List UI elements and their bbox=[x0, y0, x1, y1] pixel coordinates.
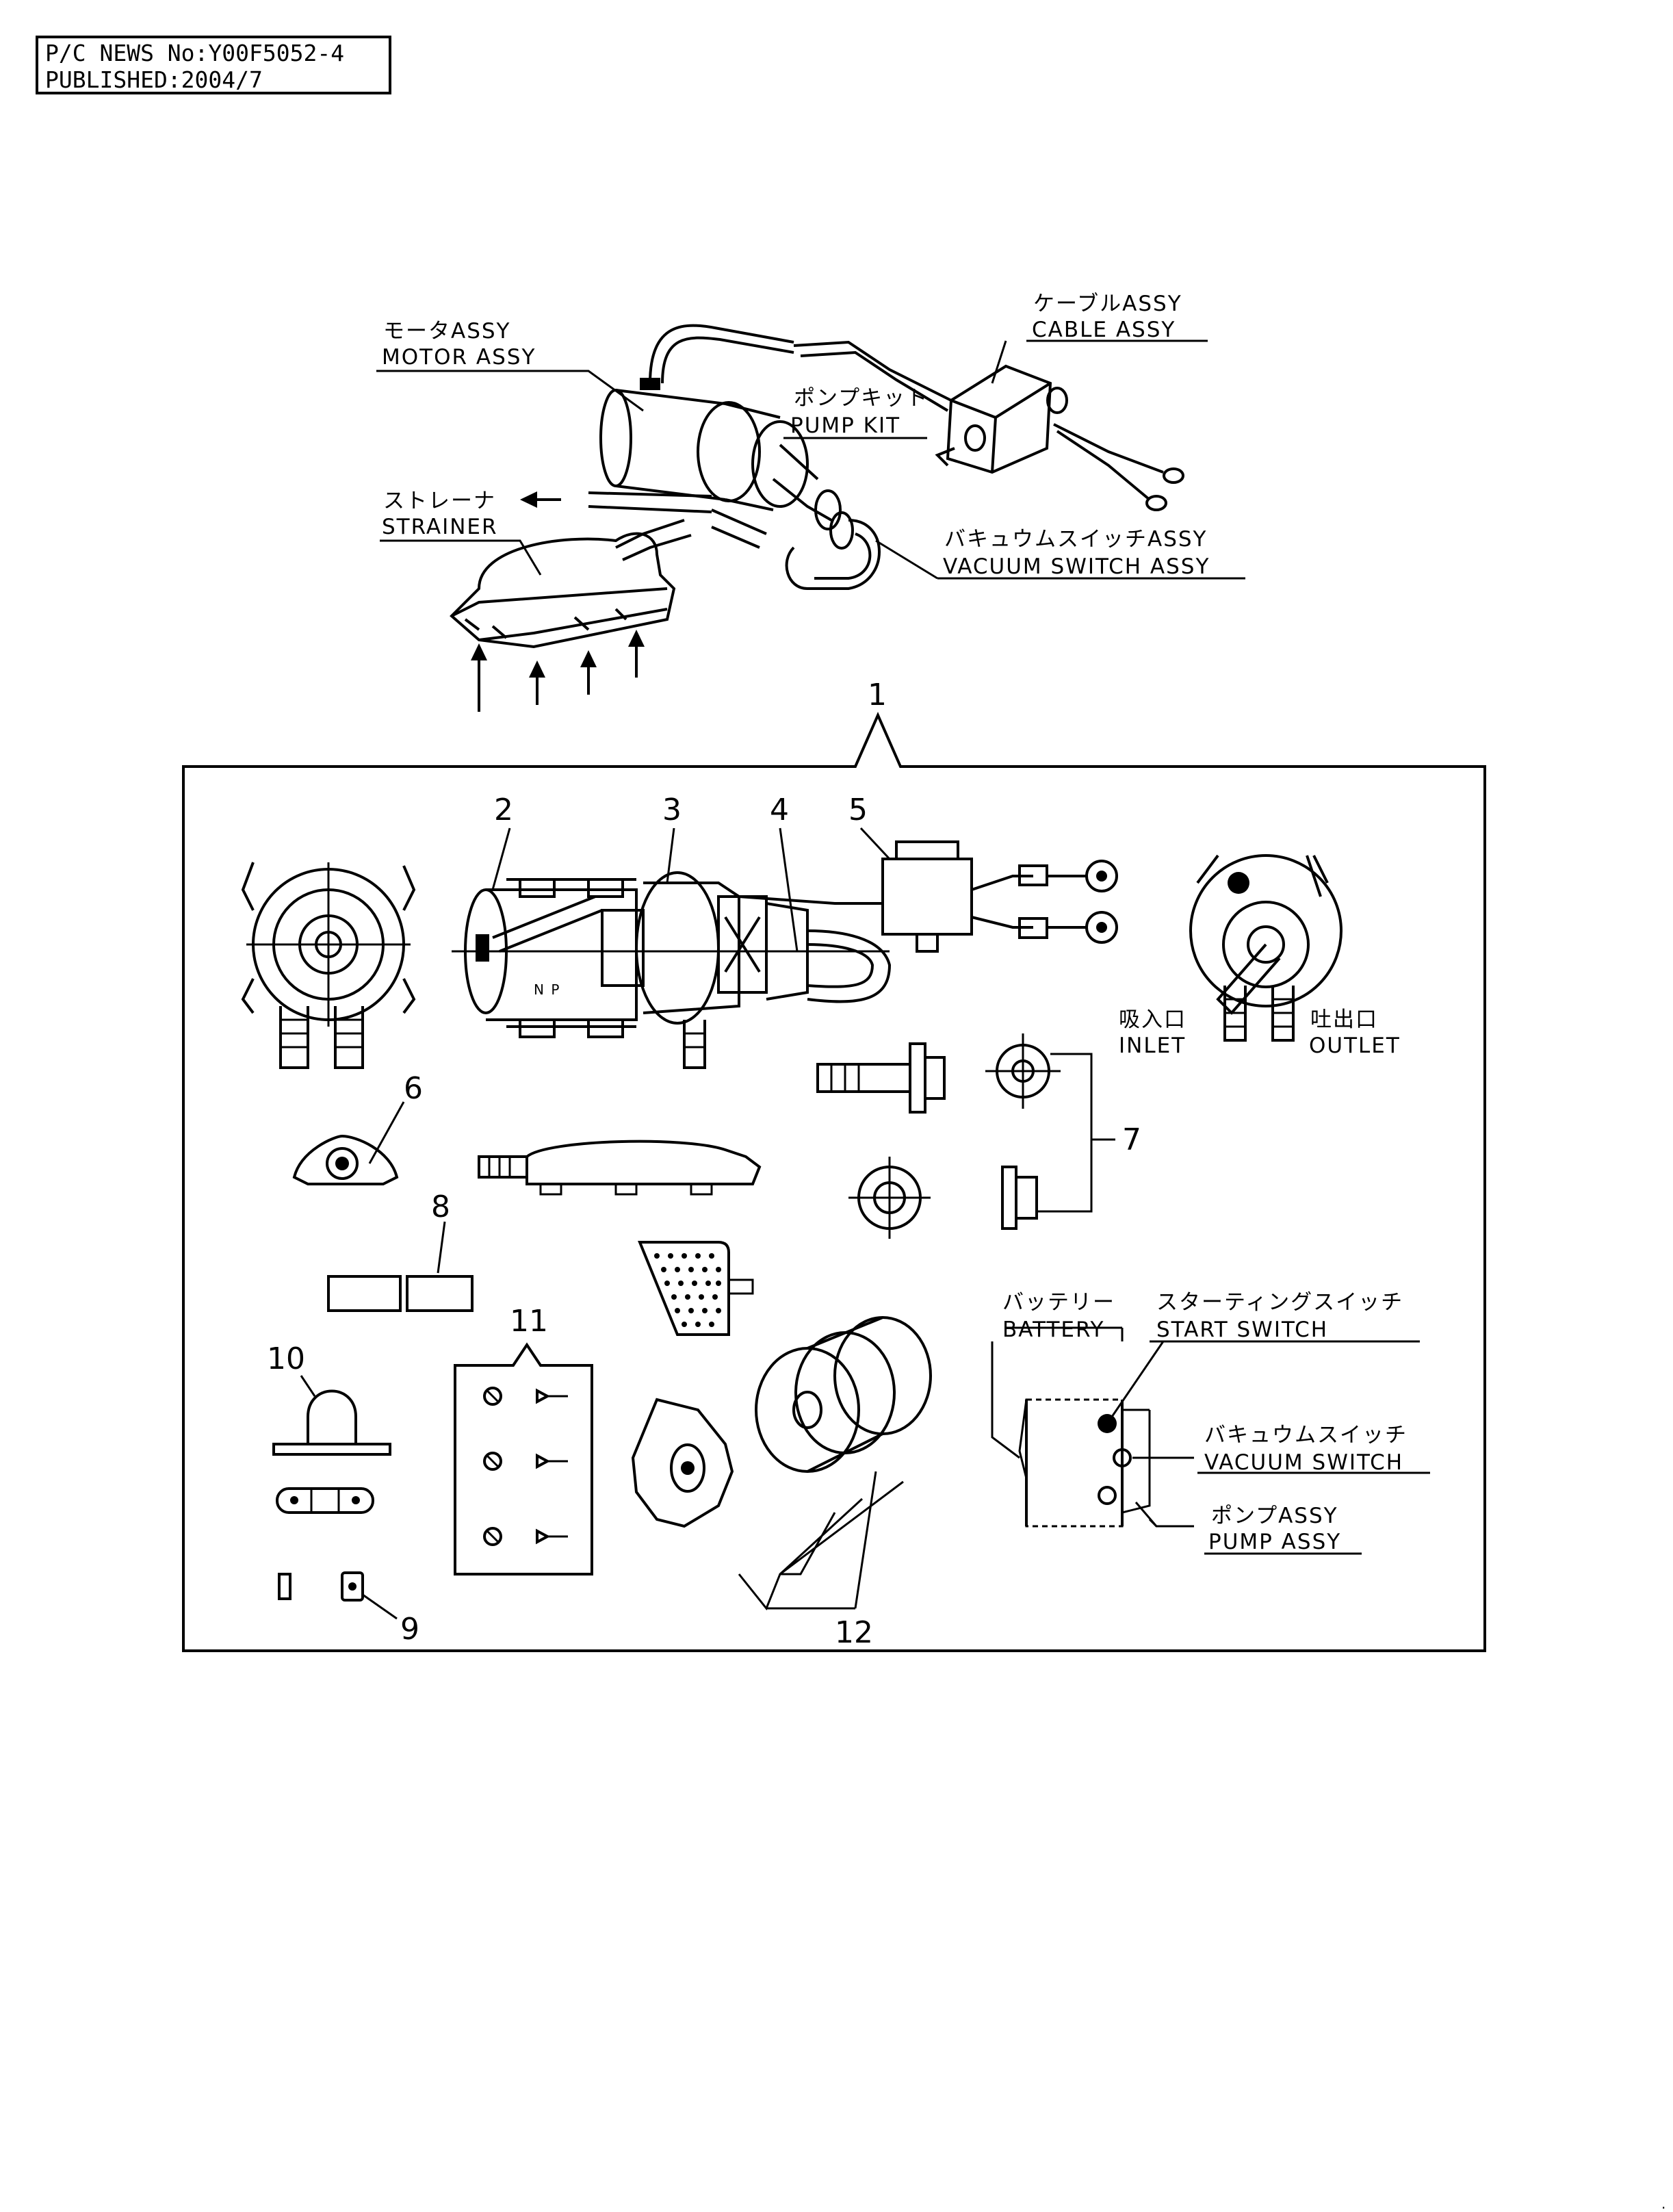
vacuum-switch-assy-label-en: VACUUM SWITCH ASSY bbox=[943, 554, 1210, 579]
vacuum-switch-label-jp: バキュウムスイッチ bbox=[1204, 1423, 1408, 1448]
pump-side-view: N P bbox=[452, 871, 892, 1069]
battery-label-en: BATTERY bbox=[1002, 1317, 1104, 1342]
callout-2: 2 bbox=[494, 793, 513, 827]
outlet-label-jp: 吐出口 bbox=[1310, 1007, 1378, 1032]
clamp-item-6 bbox=[292, 1101, 405, 1185]
callout-6: 6 bbox=[404, 1071, 423, 1106]
cable-assy-label-en: CABLE ASSY bbox=[1032, 318, 1176, 342]
motor-assy-label-en: MOTOR ASSY bbox=[382, 345, 536, 370]
strainer-drawing bbox=[450, 532, 676, 649]
pump-assy-label-en: PUMP ASSY bbox=[1208, 1530, 1341, 1554]
pump-kit-label-en: PUMP KIT bbox=[790, 413, 900, 438]
strainer-label-en: STRAINER bbox=[382, 515, 498, 539]
callout-7: 7 bbox=[1122, 1122, 1141, 1157]
callout-12: 12 bbox=[835, 1615, 873, 1650]
flow-arrows bbox=[471, 491, 645, 712]
fittings-item-7 bbox=[816, 1033, 1115, 1239]
battery-label-jp: バッテリー bbox=[1002, 1290, 1115, 1315]
nut-item-9 bbox=[278, 1571, 398, 1620]
start-switch-label-jp: スターティングスイッチ bbox=[1156, 1290, 1403, 1315]
callout-1: 1 bbox=[868, 678, 887, 712]
inlet-label-jp: 吸入口 bbox=[1119, 1007, 1186, 1032]
outlet-label-en: OUTLET bbox=[1309, 1033, 1401, 1058]
strainer-mesh bbox=[638, 1241, 754, 1336]
detail-frame: 1 bbox=[182, 678, 1486, 1652]
callout-4: 4 bbox=[770, 793, 789, 827]
strainer-plate-detail bbox=[478, 1140, 762, 1196]
impeller-item-12 bbox=[631, 1316, 932, 1610]
pump-front-view-right bbox=[1189, 854, 1343, 1042]
sleeve-item-8 bbox=[327, 1221, 474, 1312]
callout-10: 10 bbox=[267, 1341, 305, 1376]
cable-assy-label-jp: ケーブルASSY bbox=[1033, 292, 1182, 316]
cable-assy-detail bbox=[835, 840, 1118, 953]
callout-5: 5 bbox=[848, 793, 868, 827]
pump-kit-label-jp: ポンプキット bbox=[794, 386, 929, 411]
callout-3: 3 bbox=[662, 793, 682, 827]
news-number: P/C NEWS No:Y00F5052-4 bbox=[45, 40, 345, 66]
news-header-box: P/C NEWS No:Y00F5052-4 PUBLISHED:2004/7 bbox=[36, 36, 391, 94]
inlet-label-en: INLET bbox=[1119, 1033, 1186, 1058]
cable-assy-drawing bbox=[793, 340, 1184, 511]
pump-front-view-left bbox=[241, 862, 416, 1069]
wiring-diagram bbox=[991, 1326, 1430, 1555]
callout-8: 8 bbox=[431, 1189, 450, 1224]
strainer-label-jp: ストレーナ bbox=[383, 489, 496, 513]
start-switch-label-en: START SWITCH bbox=[1156, 1317, 1328, 1342]
published-date: PUBLISHED:2004/7 bbox=[45, 66, 263, 93]
overview-assembly: モータASSY MOTOR ASSY ケーブルASSY CABLE ASSY ポ… bbox=[376, 292, 1245, 712]
page-corner-mark: . bbox=[1661, 2196, 1666, 2212]
u-clamp-item-10 bbox=[272, 1375, 391, 1514]
callout-11: 11 bbox=[510, 1304, 548, 1339]
pump-assy-label-jp: ポンプASSY bbox=[1211, 1504, 1338, 1528]
pump-kit-drawing bbox=[588, 443, 881, 590]
vacuum-switch-label-en: VACUUM SWITCH bbox=[1204, 1450, 1403, 1475]
motor-assy-drawing bbox=[599, 324, 809, 511]
screws-item-11 bbox=[454, 1342, 593, 1576]
motor-assy-label-jp: モータASSY bbox=[383, 319, 511, 344]
vacuum-switch-assy-label-jp: バキュウムスイッチASSY bbox=[944, 527, 1208, 552]
svg-text:N P: N P bbox=[534, 981, 560, 998]
callout-9: 9 bbox=[400, 1612, 419, 1647]
